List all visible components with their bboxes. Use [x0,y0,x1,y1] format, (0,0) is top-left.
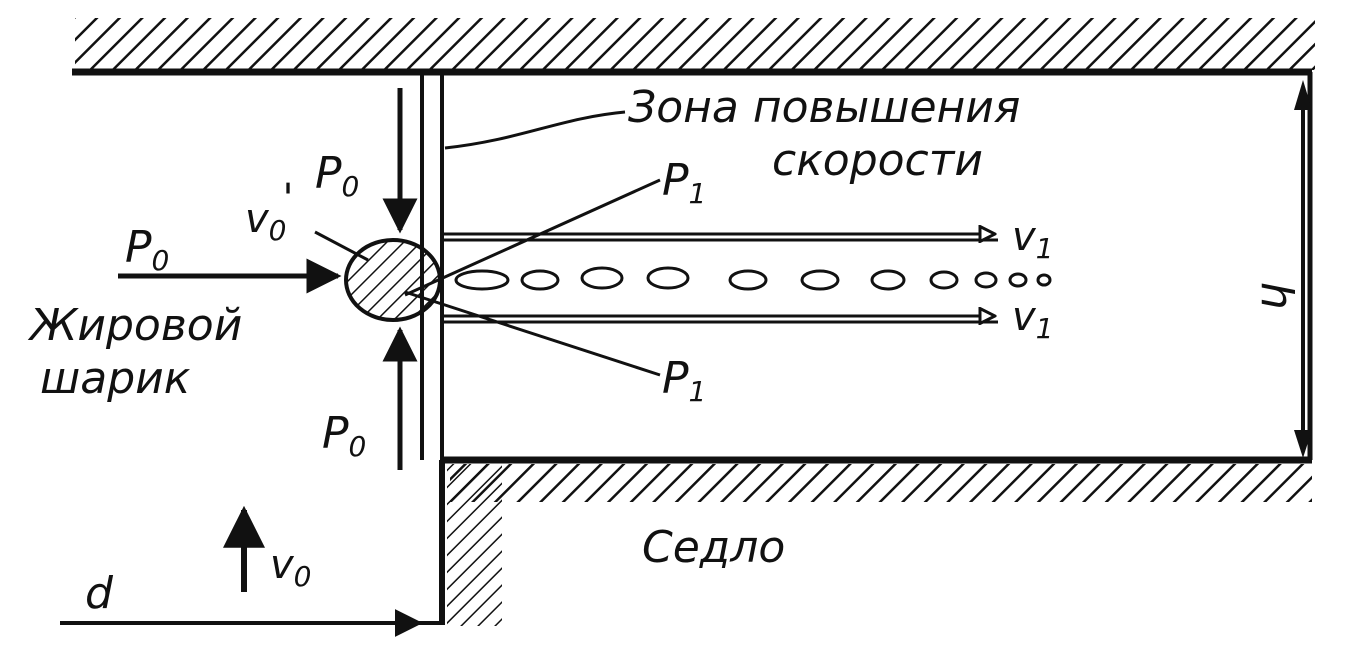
p1-bottom-leader [404,290,661,377]
top-wall-hatch [75,18,1315,70]
v0-prime-leader [314,230,369,262]
v1-top-label: v1 [1012,214,1054,265]
h-arrow-bottom [1294,430,1312,458]
d-label: d [85,568,114,619]
fat-label-line2: шарик [40,353,191,404]
p0-left-label: P0 [125,222,169,277]
seat-label: Седло [642,522,785,573]
p1-top-leader [404,178,661,297]
zone-label-line1: Зона повышения [628,82,1020,133]
fat-label-line1: Жировой [27,300,242,351]
p0-top-label: P0 [315,148,359,203]
fat-globule [344,238,442,322]
h-label: h [1251,282,1302,310]
seat-hatch [450,464,1312,502]
p1-bottom-label: P1 [662,353,706,408]
p0-bottom-label: P0 [322,408,366,463]
v0-label: v0 [270,542,312,593]
p1-top-label: P1 [662,155,706,210]
seat-step-hatch [447,464,502,626]
zone-label-line2: скорости [772,135,983,186]
h-arrow-top [1294,80,1312,110]
zone-leader [444,110,626,150]
v1-bottom-label: v1 [1012,294,1054,345]
fragment-ovals [454,266,1052,291]
v0-prime-label: v0' [245,176,294,247]
